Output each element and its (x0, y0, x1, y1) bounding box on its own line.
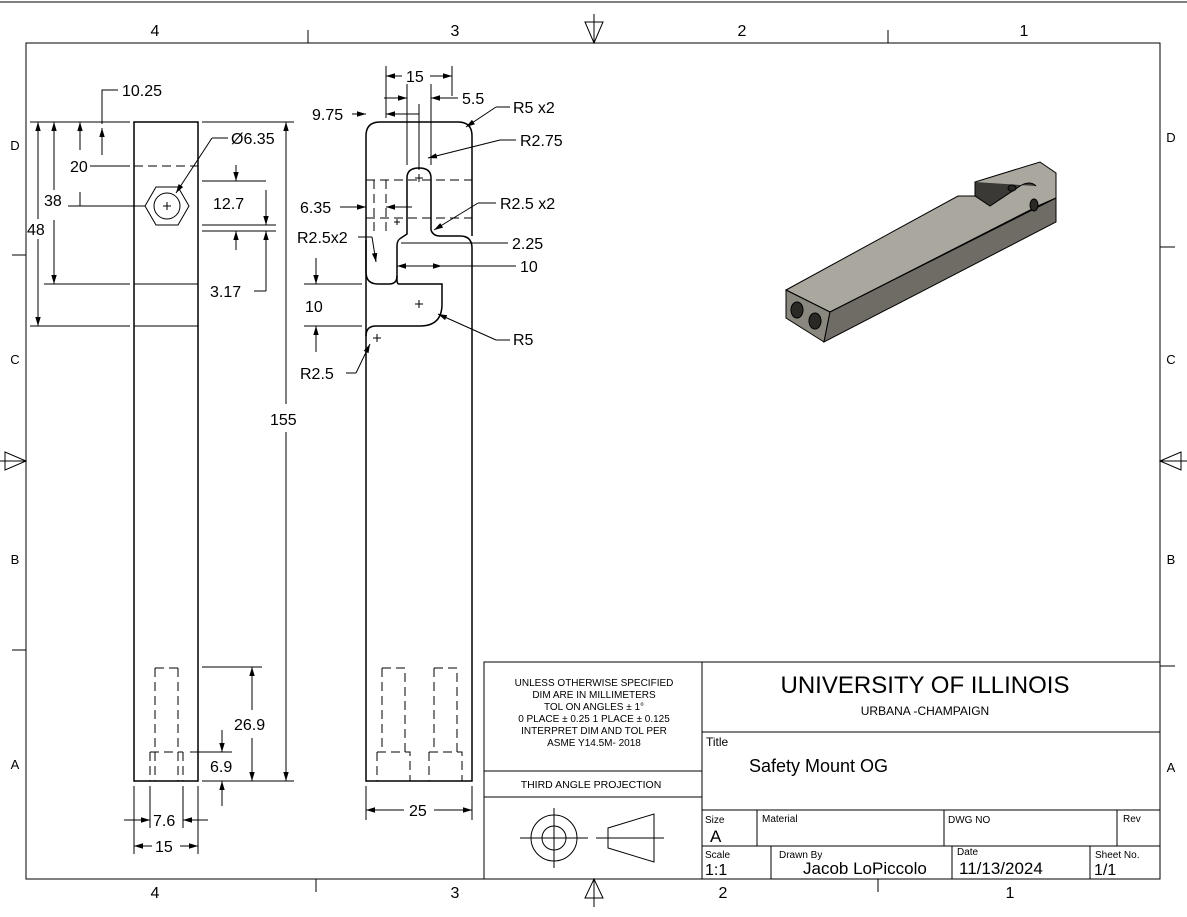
dim-15-width: 15 (155, 839, 173, 856)
dim-48: 48 (27, 222, 45, 239)
note-line-3: TOL ON ANGLES ± 1° (544, 702, 644, 713)
side-view-outline (133, 121, 199, 782)
dim-10-left: 10 (305, 299, 323, 316)
dim-3-17: 3.17 (210, 284, 241, 301)
dim-r2-5-x2-right: R2.5 x2 (500, 196, 555, 213)
dim-7-6: 7.6 (153, 813, 175, 830)
dim-5-5: 5.5 (462, 91, 484, 108)
size-value: A (710, 827, 722, 846)
dim-2-25: 2.25 (512, 236, 543, 253)
size-label: Size (705, 815, 725, 826)
note-line-6: ASME Y14.5M- 2018 (547, 738, 641, 749)
scale-label: Scale (705, 850, 730, 861)
note-line-1: UNLESS OTHERWISE SPECIFIED (515, 678, 674, 689)
zone-left-b: B (11, 552, 20, 567)
dim-6-35: 6.35 (300, 200, 331, 217)
centering-mark-left (0, 451, 28, 471)
drawn-by-label: Drawn By (779, 850, 822, 861)
note-line-5: INTERPRET DIM AND TOL PER (521, 726, 667, 737)
dim-r5: R5 (513, 332, 534, 349)
date-value: 11/13/2024 (959, 859, 1043, 878)
material-label: Material (762, 814, 798, 825)
hex-nut (144, 186, 190, 226)
rev-label: Rev (1123, 814, 1141, 825)
zone-right-a: A (1167, 760, 1176, 775)
dim-20: 20 (70, 159, 88, 176)
zone-right-d: D (1166, 130, 1175, 145)
note-line-4: 0 PLACE ± 0.25 1 PLACE ± 0.125 (518, 714, 670, 725)
zone-top-3: 3 (451, 23, 460, 40)
dim-26-9: 26.9 (234, 717, 265, 734)
side-view-hidden-holes (149, 667, 184, 781)
third-angle-projection-symbol (520, 808, 664, 868)
dim-r2-5-x2-left: R2.5x2 (297, 230, 348, 247)
zone-bottom-3: 3 (451, 885, 460, 902)
dim-r2-75: R2.75 (520, 133, 563, 150)
front-view-center-marks (373, 174, 423, 342)
university-name: UNIVERSITY OF ILLINOIS (781, 672, 1070, 699)
zone-top-4: 4 (151, 23, 160, 40)
zone-top-1: 1 (1020, 23, 1029, 40)
dim-10-25: 10.25 (122, 83, 162, 100)
title-block: UNLESS OTHERWISE SPECIFIED DIM ARE IN MI… (483, 661, 1161, 880)
isometric-view (784, 161, 1057, 343)
dim-9-75: 9.75 (312, 107, 343, 124)
zone-left-c: C (10, 352, 19, 367)
title-label: Title (706, 735, 729, 749)
dim-155: 155 (270, 412, 297, 429)
tolerance-notes: UNLESS OTHERWISE SPECIFIED DIM ARE IN MI… (515, 678, 674, 749)
front-view: 15 5.5 9.75 R5 x2 R2.75 6.35 R2.5 x2 R2.… (297, 66, 563, 820)
centering-mark-bottom (584, 877, 604, 907)
dim-6-9: 6.9 (210, 759, 232, 776)
zone-left-d: D (10, 138, 19, 153)
centering-mark-top (584, 14, 604, 45)
zone-right-b: B (1167, 552, 1176, 567)
zone-left-a: A (11, 757, 20, 772)
zone-labels: 4 3 2 1 4 3 2 1 D C B A D C B A (10, 23, 1175, 902)
drawn-by-value: Jacob LoPiccolo (803, 859, 927, 878)
side-view: 10.25 20 38 48 Ø6.35 12.7 3.1 (27, 83, 297, 856)
zone-bottom-1: 1 (1006, 885, 1015, 902)
sheet-label: Sheet No. (1095, 850, 1139, 861)
front-view-outline (365, 167, 473, 782)
dim-38: 38 (44, 193, 62, 210)
campus-name: URBANA -CHAMPAIGN (861, 704, 989, 718)
scale-value: 1:1 (705, 862, 727, 879)
drawing-title: Safety Mount OG (749, 756, 888, 776)
centering-mark-right (1158, 451, 1187, 471)
dim-10-right: 10 (520, 259, 538, 276)
dim-12-7: 12.7 (213, 196, 244, 213)
projection-label: THIRD ANGLE PROJECTION (521, 779, 662, 791)
dim-r5-x2: R5 x2 (513, 100, 555, 117)
sheet-value: 1/1 (1094, 862, 1116, 879)
dim-15-top: 15 (406, 69, 424, 86)
note-line-2: DIM ARE IN MILLIMETERS (532, 690, 656, 701)
dim-r2-5: R2.5 (300, 366, 334, 383)
zone-bottom-2: 2 (719, 885, 728, 902)
zone-top-2: 2 (738, 23, 747, 40)
dim-hole-diameter: Ø6.35 (231, 131, 275, 148)
dwg-no-label: DWG NO (948, 815, 990, 826)
zone-right-c: C (1166, 352, 1175, 367)
front-view-hidden-holes (376, 667, 463, 781)
dim-25: 25 (409, 803, 427, 820)
date-label: Date (957, 847, 979, 858)
zone-bottom-4: 4 (151, 885, 160, 902)
